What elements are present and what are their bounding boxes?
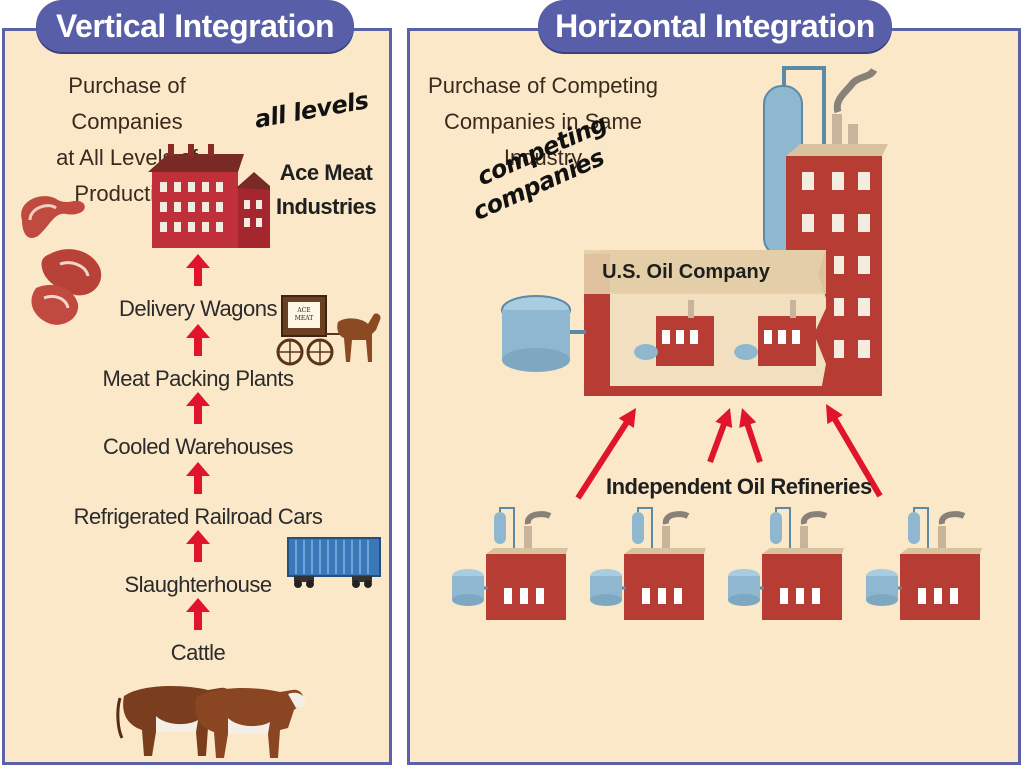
refinery-2-illustration	[590, 507, 706, 620]
horizontal-subtitle-line1: Purchase of Competing	[428, 73, 658, 98]
horizontal-subtitle: Purchase of Competing Companies in Same …	[418, 68, 668, 176]
cattle-illustration	[116, 686, 305, 758]
stage-cattle: Cattle	[170, 640, 226, 665]
up-arrow	[186, 598, 210, 630]
refrigerated-boxcar-illustration	[287, 537, 381, 588]
ace-meat-line1: Ace Meat	[279, 160, 373, 185]
vertical-subtitle-line1: Purchase of Companies	[68, 73, 186, 134]
stage-delivery-wagons: Delivery Wagons	[119, 296, 277, 321]
acquisition-arrow	[826, 403, 883, 498]
us-oil-company-illustration: U.S. Oil Company	[501, 66, 888, 396]
wagon-sign-line1: ACE	[296, 307, 310, 314]
stage-meat-packing-plants: Meat Packing Plants	[102, 366, 294, 391]
up-arrow	[186, 392, 210, 424]
meat-illustration	[21, 196, 102, 325]
up-arrow	[186, 530, 210, 562]
wagon-sign-line2: MEAT	[295, 315, 314, 322]
ace-meat-label: Ace Meat Industries	[276, 156, 377, 224]
horizontal-subtitle-line2: Companies in Same Industry	[443, 109, 643, 170]
acquisition-arrow	[739, 408, 763, 463]
independent-oil-refineries-label: Independent Oil Refineries	[606, 474, 872, 499]
refinery-1-illustration	[452, 507, 568, 620]
refinery-4-illustration	[866, 507, 982, 620]
up-arrow	[186, 324, 210, 356]
acquisition-arrow	[575, 408, 636, 500]
ace-meat-line2: Industries	[276, 194, 377, 219]
up-arrow	[186, 462, 210, 494]
vertical-integration-title: Vertical Integration	[36, 0, 354, 52]
up-arrow	[186, 254, 210, 286]
horizontal-integration-title: Horizontal Integration	[538, 0, 892, 52]
vertical-arrows	[186, 254, 210, 630]
acquisition-arrow	[707, 407, 733, 464]
horizontal-integration-panel	[407, 28, 1021, 765]
us-oil-company-label: U.S. Oil Company	[602, 261, 771, 283]
stage-refrigerated-railroad-cars: Refrigerated Railroad Cars	[73, 504, 323, 529]
delivery-wagon-illustration: ACE MEAT	[276, 295, 381, 366]
ace-meat-factory-illustration	[148, 144, 270, 248]
refinery-3-illustration	[728, 507, 844, 620]
stage-cooled-warehouses: Cooled Warehouses	[102, 434, 294, 459]
stage-slaughterhouse: Slaughterhouse	[124, 572, 272, 597]
